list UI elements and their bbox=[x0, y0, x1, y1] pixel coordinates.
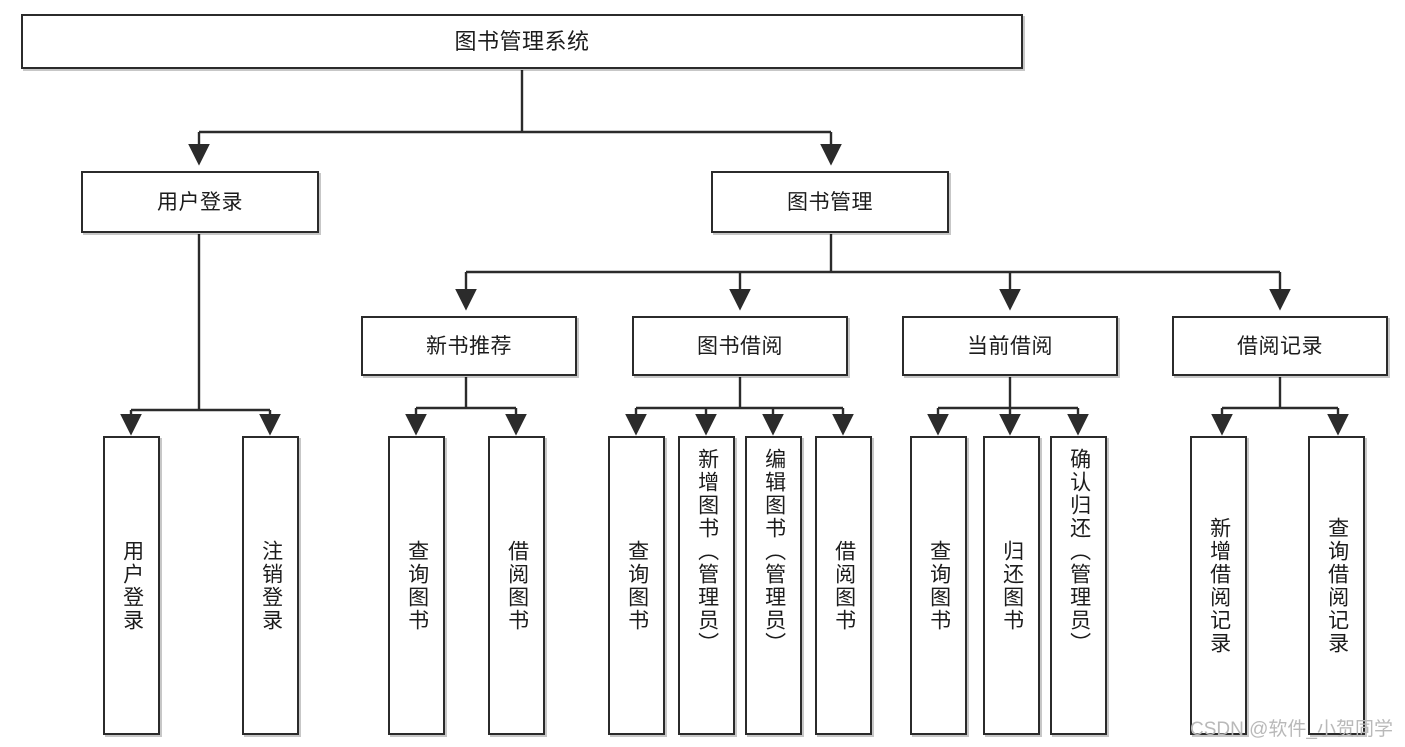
leaf-record-add-record[interactable]: 新增借阅记录 bbox=[1190, 436, 1247, 735]
node-label: 归还图书 bbox=[1000, 539, 1024, 632]
node-label: 用户登录 bbox=[157, 190, 243, 214]
node-label: 确认归还（管理员） bbox=[1067, 448, 1091, 655]
node-label: 编辑图书（管理员） bbox=[762, 448, 786, 655]
node-label: 借阅图书 bbox=[832, 539, 856, 632]
node-borrow-record[interactable]: 借阅记录 bbox=[1172, 316, 1388, 376]
leaf-borrow-add-book-admin[interactable]: 新增图书（管理员） bbox=[678, 436, 735, 735]
node-label: 新增图书（管理员） bbox=[695, 448, 719, 655]
leaf-borrow-borrow-book[interactable]: 借阅图书 bbox=[815, 436, 872, 735]
node-current-borrow[interactable]: 当前借阅 bbox=[902, 316, 1118, 376]
leaf-record-query-record[interactable]: 查询借阅记录 bbox=[1308, 436, 1365, 735]
leaf-current-confirm-return-admin[interactable]: 确认归还（管理员） bbox=[1050, 436, 1107, 735]
leaf-user-login-login[interactable]: 用户登录 bbox=[103, 436, 160, 735]
leaf-borrow-query-book[interactable]: 查询图书 bbox=[608, 436, 665, 735]
leaf-borrow-edit-book-admin[interactable]: 编辑图书（管理员） bbox=[745, 436, 802, 735]
node-label: 图书管理系统 bbox=[454, 28, 590, 54]
node-root-system[interactable]: 图书管理系统 bbox=[21, 14, 1023, 69]
node-label: 图书管理 bbox=[787, 190, 873, 214]
watermark: CSDN @软件_小贺同学 bbox=[1190, 719, 1393, 740]
node-label: 查询图书 bbox=[405, 539, 429, 632]
leaf-current-return-book[interactable]: 归还图书 bbox=[983, 436, 1040, 735]
node-label: 查询图书 bbox=[927, 539, 951, 632]
node-user-login[interactable]: 用户登录 bbox=[81, 171, 319, 233]
node-label: 查询图书 bbox=[625, 539, 649, 632]
leaf-recommend-query-book[interactable]: 查询图书 bbox=[388, 436, 445, 735]
node-label: 当前借阅 bbox=[967, 334, 1053, 358]
node-book-management[interactable]: 图书管理 bbox=[711, 171, 949, 233]
node-label: 借阅记录 bbox=[1237, 334, 1323, 358]
node-label: 图书借阅 bbox=[697, 334, 783, 358]
leaf-recommend-borrow-book[interactable]: 借阅图书 bbox=[488, 436, 545, 735]
node-label: 注销登录 bbox=[259, 539, 283, 632]
node-label: 借阅图书 bbox=[505, 539, 529, 632]
leaf-current-query-book[interactable]: 查询图书 bbox=[910, 436, 967, 735]
node-book-borrow[interactable]: 图书借阅 bbox=[632, 316, 848, 376]
node-label: 查询借阅记录 bbox=[1325, 516, 1349, 655]
node-label: 用户登录 bbox=[120, 539, 144, 632]
node-label: 新书推荐 bbox=[426, 334, 512, 358]
leaf-user-login-logout[interactable]: 注销登录 bbox=[242, 436, 299, 735]
node-label: 新增借阅记录 bbox=[1207, 516, 1231, 655]
node-new-book-recommend[interactable]: 新书推荐 bbox=[361, 316, 577, 376]
